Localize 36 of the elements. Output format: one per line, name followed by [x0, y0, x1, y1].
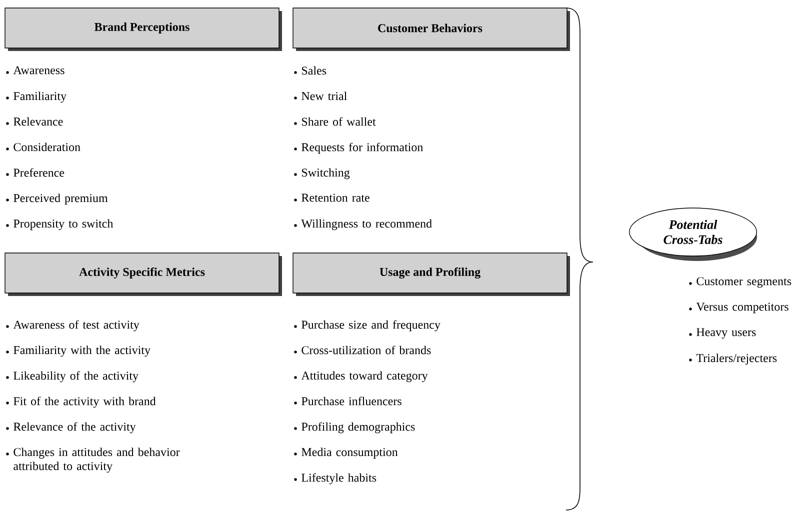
- header-box: Customer Behaviors: [292, 8, 570, 51]
- list-item: Switching: [294, 168, 350, 180]
- list-item: Lifestyle habits: [294, 473, 376, 484]
- list-item: Propensity to switch: [6, 219, 114, 230]
- list-item: Retention rate: [294, 194, 370, 202]
- list-item: Familiarity with the activity: [6, 346, 150, 357]
- list-item: Preference: [6, 168, 64, 177]
- list-item: Purchase size and frequency: [294, 320, 440, 332]
- header-box: Usage and Profiling: [292, 252, 570, 296]
- list-item: Fit of the activity with brand: [6, 396, 156, 408]
- ellipse-badge: Potential Cross-Tabs: [629, 208, 757, 261]
- list-item: Awareness: [6, 66, 64, 74]
- list-item: Attitudes toward category: [294, 371, 428, 382]
- list-item: Customer segments: [689, 277, 792, 288]
- list-item: Consideration: [6, 142, 80, 152]
- list-item: New trial: [294, 92, 347, 100]
- list-item: Relevance: [6, 117, 63, 126]
- list-item: Relevance of the activity: [6, 422, 136, 434]
- list-item: Willingness to recommend: [294, 219, 432, 230]
- list-item: Trialers/rejecters: [689, 354, 777, 365]
- list-item: Purchase influencers: [294, 396, 402, 406]
- list-item: Awareness of test activity: [6, 320, 140, 332]
- list-item: Changes in attitudes and behavior attributed to activity: [6, 448, 180, 473]
- list-item: Perceived premium: [6, 194, 108, 205]
- list-item: Media consumption: [294, 448, 398, 459]
- list-item: Profiling demographics: [294, 422, 415, 434]
- header-box: Activity Specific Metrics: [4, 252, 282, 296]
- list-item: Requests for information: [294, 142, 423, 154]
- list-item: Cross-utilization of brands: [294, 346, 431, 354]
- list-item: Heavy users: [689, 328, 756, 339]
- list-item: Versus competitors: [689, 302, 788, 314]
- list-item: Likeability of the activity: [6, 371, 138, 382]
- list-item: Share of wallet: [294, 117, 376, 126]
- list-item: Sales: [294, 66, 326, 75]
- list-item: Familiarity: [6, 92, 66, 103]
- header-box: Brand Perceptions: [4, 8, 282, 51]
